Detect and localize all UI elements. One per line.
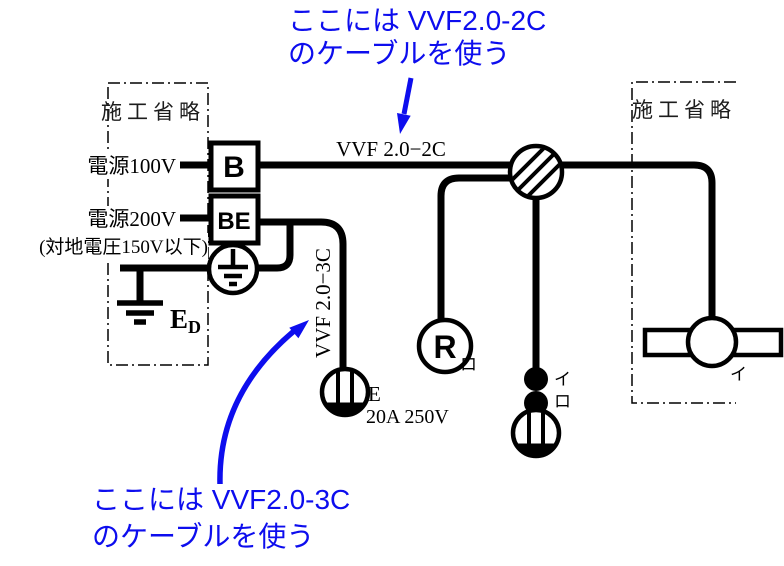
source-200v-label: 電源200V — [87, 207, 176, 231]
switch-top-icon — [524, 367, 548, 391]
lamp-receptacle-icon: R — [416, 317, 474, 375]
ground-voltage-note: (対地電圧150V以下) — [39, 236, 208, 258]
light-circuit-label: イ — [730, 365, 747, 384]
switch-top-label: イ — [554, 370, 571, 389]
omission-label-right: 施工省略 — [632, 98, 736, 122]
omission-label-left: 施工省略 — [101, 100, 205, 124]
cable-label-2c: VVF 2.0−2C — [336, 137, 446, 161]
annotation-top-line2: のケーブルを使う — [288, 38, 510, 69]
breaker-be-box — [208, 193, 261, 246]
switch-bottom-label: ロ — [554, 392, 571, 411]
earth-ground-label: ED — [170, 304, 201, 337]
annotation-arrow-down-icon — [397, 77, 414, 134]
annotation-bottom-line2: のケーブルを使う — [92, 521, 314, 552]
annotation-arrow-curved-icon — [217, 320, 309, 485]
lamp-circuit-label: ロ — [460, 355, 477, 374]
omission-box-right — [631, 81, 736, 404]
earth-ground-icon — [117, 300, 163, 325]
annotation-bottom-line1: ここには VVF2.0-3C — [92, 484, 350, 515]
earth-ground-label-sub: D — [188, 317, 201, 337]
cable-label-3c: VVF 2.0−3C — [311, 248, 335, 358]
outlet-250v-rating: 20A 250V — [366, 406, 449, 428]
lamp-receptacle-letter: R — [433, 329, 456, 365]
label-bg — [66, 206, 180, 232]
annotation-top-line1: ここには VVF2.0-2C — [288, 5, 546, 36]
outlet-250v-earth-label: E — [368, 382, 381, 406]
label-bg — [66, 153, 180, 179]
source-100v-label: 電源100V — [87, 154, 176, 178]
wire-junction-to-light — [558, 161, 716, 318]
wire-junction-to-lamp — [437, 174, 512, 320]
breaker-b-label: B — [223, 151, 245, 184]
breaker-be-label: BE — [217, 208, 250, 235]
fluorescent-light-icon — [642, 315, 784, 369]
junction-box-icon — [507, 143, 565, 201]
earth-terminal-icon — [206, 242, 260, 296]
outlet-250v-icon — [319, 366, 371, 418]
breaker-b-box — [208, 140, 261, 193]
wire-be-to-outlet — [257, 218, 347, 369]
wire-earth-merge — [257, 222, 294, 272]
outlet-100v-icon — [510, 407, 562, 459]
label-bg — [20, 233, 208, 259]
